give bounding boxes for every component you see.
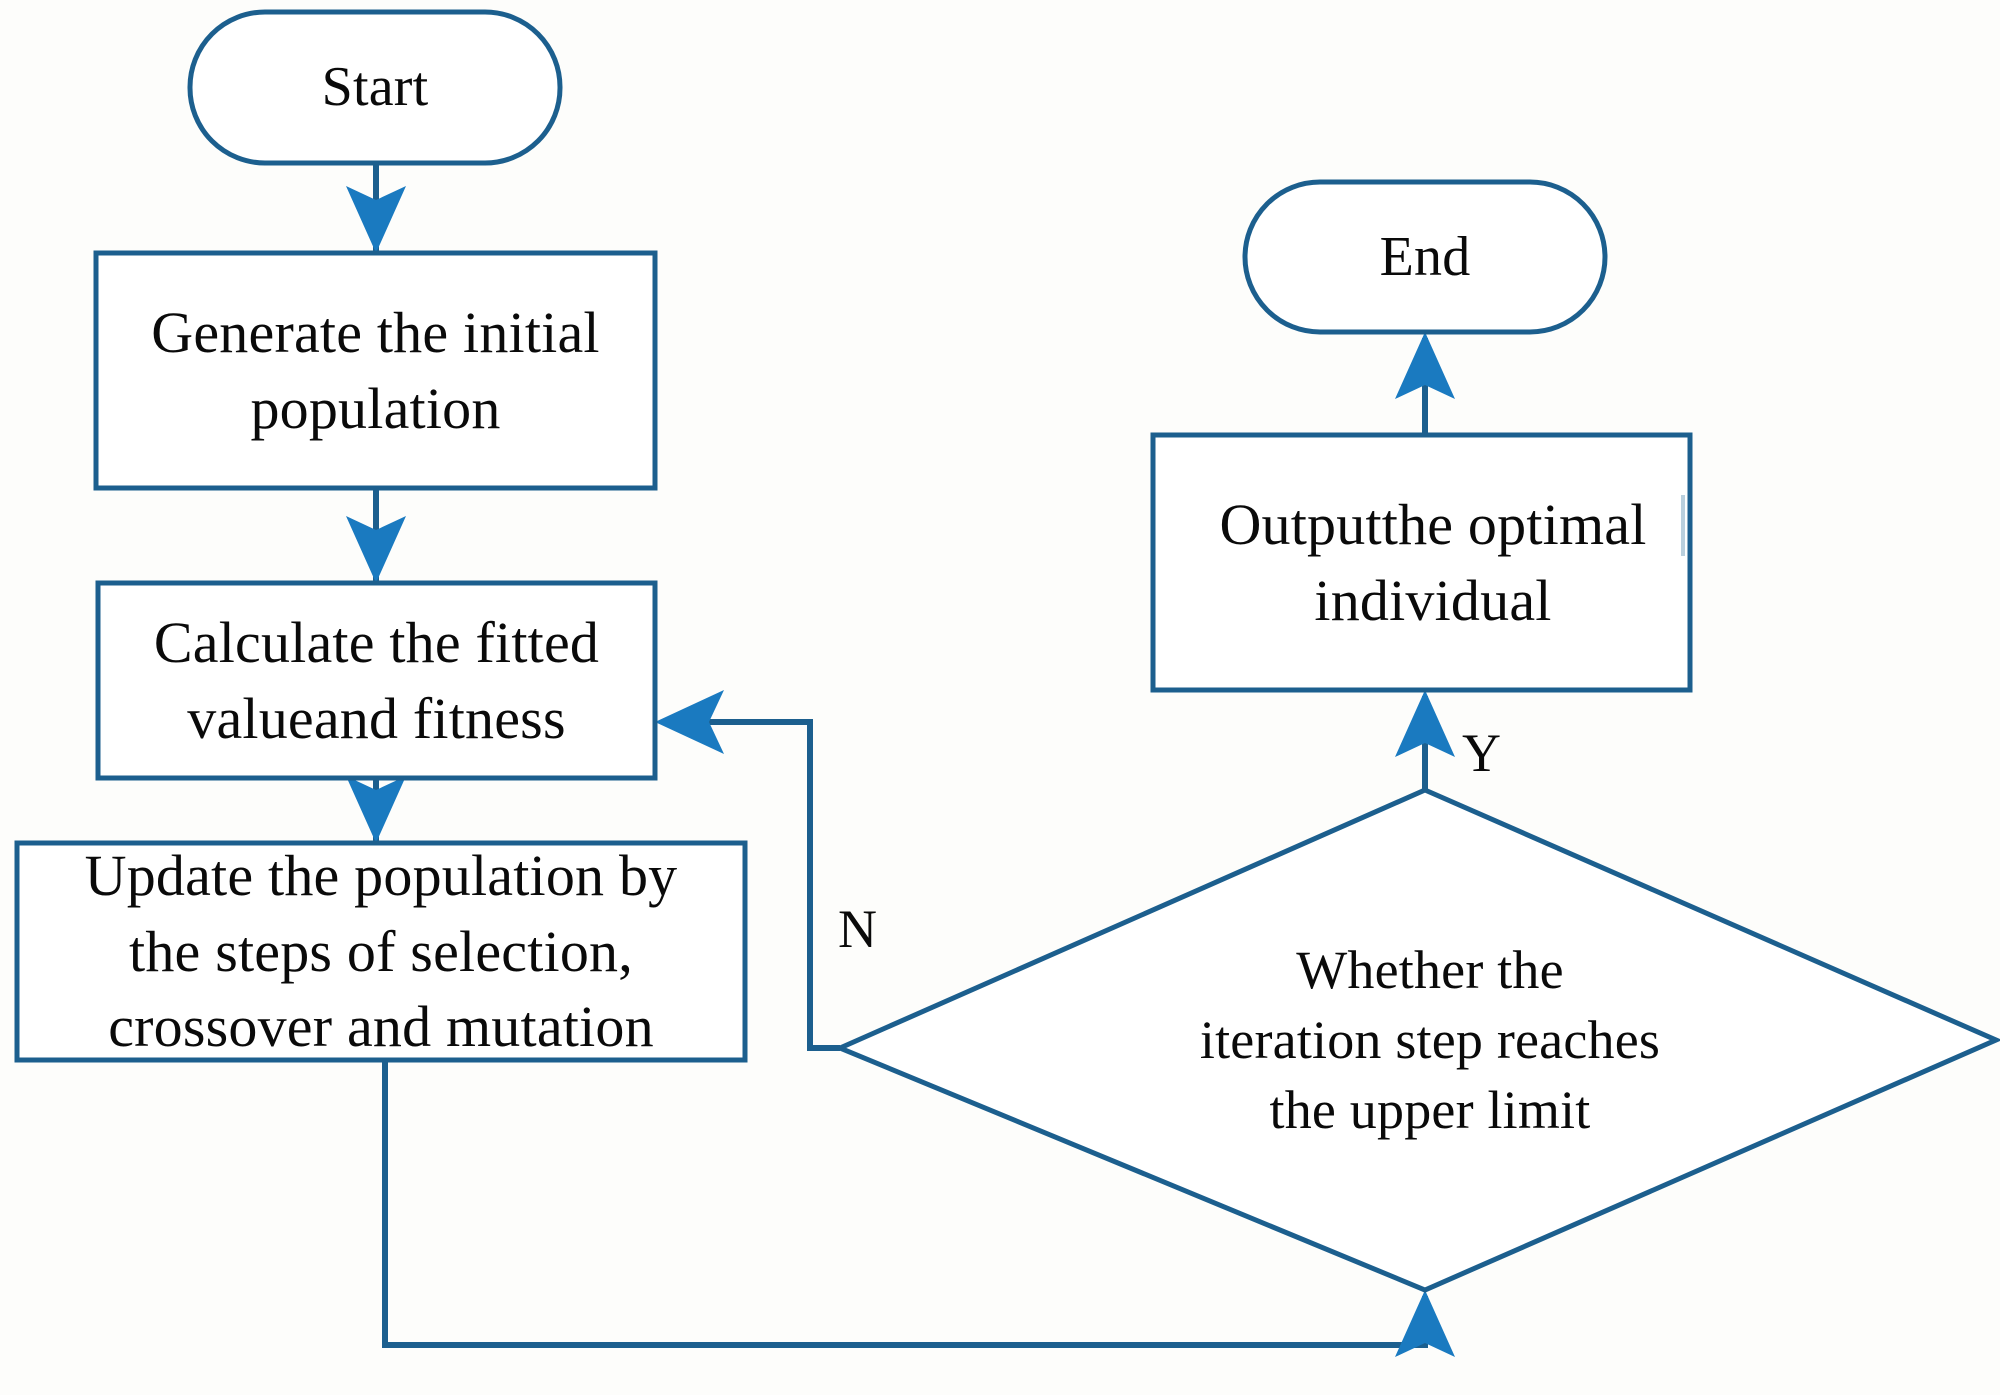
edge-output-to-end bbox=[1395, 332, 1455, 435]
node-start[interactable] bbox=[187, 9, 563, 166]
edge-update-to-decision bbox=[382, 1060, 1455, 1357]
node-decision[interactable] bbox=[833, 787, 2000, 1293]
node-calculate[interactable] bbox=[95, 580, 658, 781]
edge-label-no: N bbox=[838, 899, 877, 959]
node-generate[interactable] bbox=[93, 250, 658, 491]
node-output[interactable] bbox=[1150, 432, 1693, 693]
node-update[interactable] bbox=[14, 840, 748, 1063]
edge-generate-to-calculate bbox=[346, 488, 406, 583]
edge-decision-yes-to-output bbox=[1395, 690, 1455, 790]
edge-calculate-to-update bbox=[346, 776, 406, 843]
edge-decision-no-to-calculate bbox=[655, 690, 840, 1051]
node-end[interactable] bbox=[1242, 179, 1608, 335]
edge-label-yes: Y bbox=[1462, 723, 1501, 783]
edge-start-to-generate bbox=[346, 163, 406, 253]
